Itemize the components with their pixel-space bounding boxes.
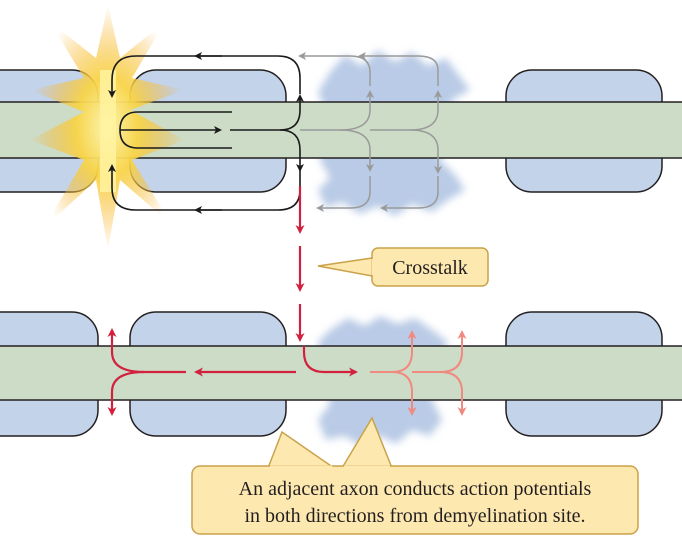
caption-callout: An adjacent axon conducts action potenti… xyxy=(191,416,639,535)
bidirectional-current-pink xyxy=(370,330,467,416)
bottom-axon xyxy=(0,311,682,446)
crosstalk-callout: Crosstalk xyxy=(317,247,489,287)
action-potential-burst xyxy=(30,5,185,250)
bidirectional-current-red xyxy=(107,328,358,416)
local-current-grey xyxy=(298,52,442,212)
caption-line-2: in both directions from demyelination si… xyxy=(244,505,585,527)
caption-line-1: An adjacent axon conducts action potenti… xyxy=(239,478,592,500)
local-current-black xyxy=(108,52,304,214)
crosstalk-label: Crosstalk xyxy=(392,257,468,279)
top-axon xyxy=(0,5,682,250)
